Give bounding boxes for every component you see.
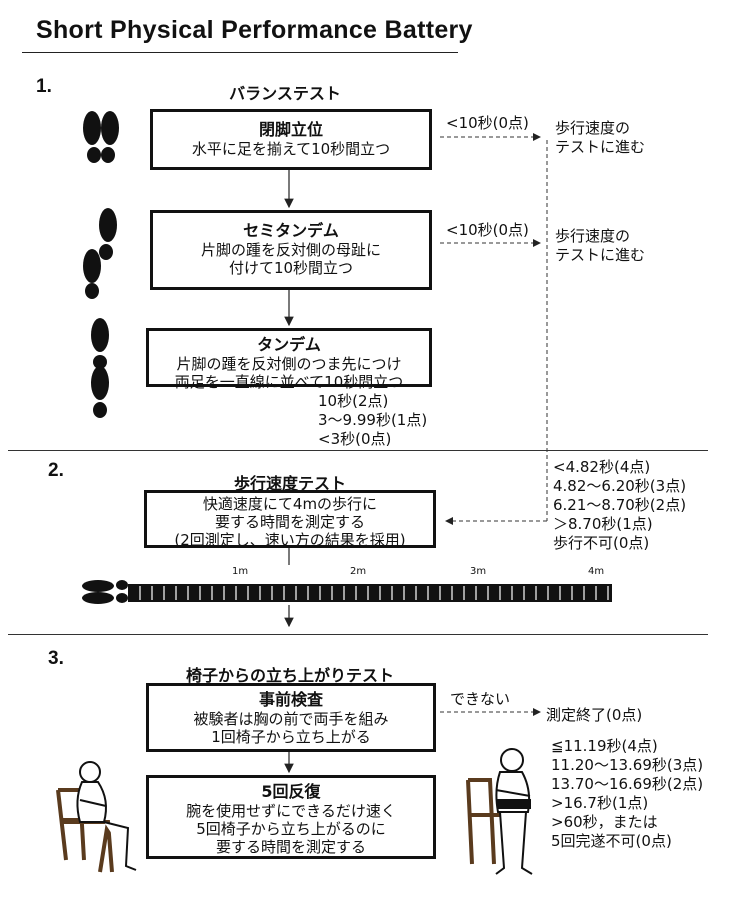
gait-test-heading: 歩行速度テスト (233, 474, 346, 493)
side-by-side-desc: 水平に足を揃えて10秒間立つ (191, 140, 391, 158)
repeat-desc-line-3: 要する時間を測定する (215, 838, 366, 856)
semi-tandem-fail-label: <10秒(0点) (446, 221, 529, 239)
balance-test-heading: バランステスト (229, 84, 341, 103)
track-label-4m: 4m (588, 566, 605, 577)
tandem-title: タンデム (257, 335, 321, 354)
repeat-title: 5回反復 (261, 782, 321, 801)
chair-scores: ≦11.19秒(4点) 11.20～13.69秒(3点) 13.70～16.69… (551, 737, 704, 850)
gait-desc-line-1: 快適速度にて4mの歩行に (202, 495, 378, 513)
side-by-side-fail-result: 歩行速度の テストに進む (555, 119, 646, 156)
track-label-3m: 3m (470, 566, 487, 577)
section-divider-1 (8, 450, 708, 451)
chair-test-heading: 椅子からの立ち上がりテスト (185, 666, 394, 685)
repeat-desc-line-1: 腕を使用せずにできるだけ速く (186, 802, 396, 820)
pretest-fail-result: 測定終了(0点) (546, 706, 643, 724)
gait-desc-line-3: (2回測定し、速い方の結果を採用) (174, 531, 406, 549)
page-title: Short Physical Performance Battery (36, 16, 473, 44)
pretest-fail-label: できない (450, 690, 511, 708)
tandem-desc-line-2: 両足を一直線に並べて10秒間立つ (174, 373, 404, 391)
pretest-desc-line-2: 1回椅子から立ち上がる (211, 728, 371, 746)
repeat-box: 5回反復 腕を使用せずにできるだけ速く 5回椅子から立ち上がるのに 要する時間を… (146, 775, 436, 859)
semi-tandem-desc-line-2: 付けて10秒間立つ (228, 259, 354, 277)
semi-tandem-box: セミタンデム 片脚の踵を反対側の母趾に 付けて10秒間立つ (150, 210, 432, 290)
repeat-desc-line-2: 5回椅子から立ち上がるのに (196, 820, 386, 838)
semi-tandem-desc-line-1: 片脚の踵を反対側の母趾に (200, 241, 381, 259)
section-2-number: 2. (48, 460, 64, 481)
side-by-side-fail-label: <10秒(0点) (446, 114, 529, 132)
track-label-1m: 1m (232, 566, 249, 577)
gait-desc-line-2: 要する時間を測定する (214, 513, 365, 531)
gait-scores: <4.82秒(4点) 4.82～6.20秒(3点) 6.21～8.70秒(2点)… (553, 458, 687, 552)
side-by-side-box: 閉脚立位 水平に足を揃えて10秒間立つ (150, 109, 432, 170)
tandem-box: タンデム 片脚の踵を反対側のつま先につけ 両足を一直線に並べて10秒間立つ (146, 328, 432, 391)
balance-scores: 10秒(2点) 3～9.99秒(1点) <3秒(0点) (318, 392, 428, 448)
track-label-2m: 2m (350, 566, 367, 577)
pretest-box: 事前検査 被験者は胸の前で両手を組み 1回椅子から立ち上がる (146, 683, 436, 752)
tandem-desc-line-1: 片脚の踵を反対側のつま先につけ (176, 355, 402, 373)
pretest-desc-line-1: 被験者は胸の前で両手を組み (193, 710, 389, 728)
title-underline (22, 52, 458, 53)
section-1-number: 1. (36, 76, 52, 97)
semi-tandem-title: セミタンデム (243, 221, 339, 240)
section-divider-2 (8, 634, 708, 635)
gait-test-box: 快適速度にて4mの歩行に 要する時間を測定する (2回測定し、速い方の結果を採用… (144, 490, 436, 549)
pretest-title: 事前検査 (258, 690, 323, 709)
section-3-number: 3. (48, 648, 64, 669)
semi-tandem-fail-result: 歩行速度の テストに進む (555, 227, 646, 264)
side-by-side-title: 閉脚立位 (258, 120, 323, 139)
